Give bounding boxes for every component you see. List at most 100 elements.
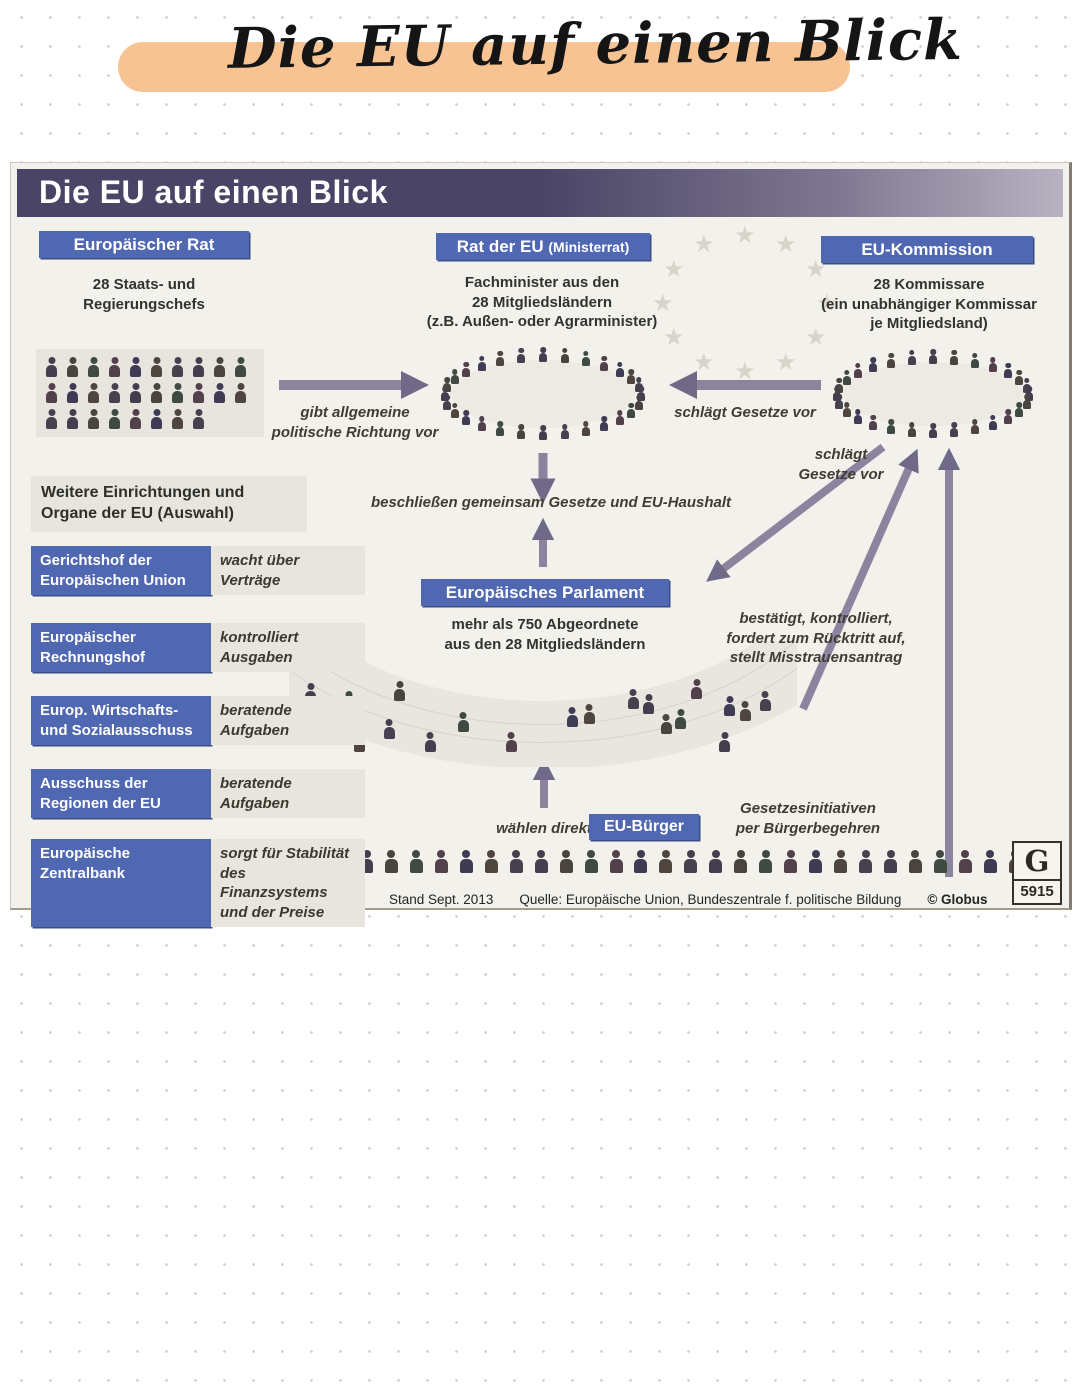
globus-g-mark: G xyxy=(1014,843,1060,881)
other-body-name: Europäischer Rechnungshof xyxy=(31,623,211,672)
person-icon xyxy=(933,850,948,873)
person-icon xyxy=(584,850,599,873)
star-icon: ★ xyxy=(693,348,715,376)
person-icon xyxy=(886,419,896,435)
european-council-members xyxy=(36,349,264,437)
person-icon xyxy=(642,694,655,714)
other-body-role: beratende Aufgaben xyxy=(211,696,365,745)
person-icon xyxy=(450,403,460,418)
arrow-parliament-controls-commission xyxy=(799,448,919,711)
person-icon xyxy=(908,850,923,873)
person-icon xyxy=(868,357,878,373)
footer-date: Stand Sept. 2013 xyxy=(389,892,494,907)
person-icon xyxy=(559,850,574,873)
person-icon xyxy=(583,704,596,724)
person-icon xyxy=(733,850,748,873)
other-body-name: Ausschuss der Regionen der EU xyxy=(31,769,211,818)
person-icon xyxy=(150,383,163,403)
person-icon xyxy=(615,362,625,377)
person-icon xyxy=(858,850,873,873)
person-icon xyxy=(886,353,896,368)
person-icon xyxy=(393,681,406,702)
person-icon xyxy=(150,409,163,429)
person-icon xyxy=(171,383,184,403)
person-icon xyxy=(495,351,505,366)
european-council-description: 28 Staats- und Regierungschefs xyxy=(83,276,205,313)
infographic-footer: Stand Sept. 2013 Quelle: Europäische Uni… xyxy=(389,892,1021,907)
person-icon xyxy=(832,386,842,401)
person-icon xyxy=(457,712,470,732)
person-icon xyxy=(234,383,247,403)
person-icon xyxy=(907,350,917,365)
person-icon xyxy=(615,410,625,426)
person-icon xyxy=(970,353,980,368)
person-icon xyxy=(633,850,648,873)
person-icon xyxy=(599,356,609,371)
eu-infographic: Die EU auf einen Blick ★★★★★★★ ★★★★★★★★★… xyxy=(10,162,1072,927)
person-icon xyxy=(958,850,973,873)
other-bodies-heading: Weitere Einrichtungen und Organe der EU … xyxy=(31,476,307,532)
eu-commission-description: 28 Kommissare (ein unabhängiger Kommissa… xyxy=(821,276,1037,332)
person-icon xyxy=(461,410,471,426)
person-icon xyxy=(440,386,450,401)
other-body-name: Europäische Zentralbank xyxy=(31,839,211,927)
person-icon xyxy=(409,850,424,873)
star-icon: ★ xyxy=(734,222,756,249)
person-icon xyxy=(928,423,938,438)
commission-round-table xyxy=(827,347,1039,439)
person-icon xyxy=(660,714,673,735)
person-icon xyxy=(353,732,366,752)
highlighter-stroke xyxy=(118,42,850,92)
person-icon xyxy=(560,348,570,363)
parliament-hemicycle xyxy=(289,641,797,767)
person-icon xyxy=(581,351,591,366)
label-commission-proposes-council: schlägt Gesetze vor xyxy=(674,404,816,421)
council-of-eu-description: Fachminister aus den 28 Mitgliedsländern… xyxy=(426,274,658,330)
person-icon xyxy=(461,362,471,377)
tag-council-note: (Ministerrat) xyxy=(548,239,630,255)
handwritten-title: Die EU auf einen Blick xyxy=(227,6,964,82)
person-icon xyxy=(842,370,852,385)
person-icon xyxy=(424,732,437,752)
person-icon xyxy=(1014,402,1024,418)
person-icon xyxy=(833,850,848,873)
person-icon xyxy=(658,850,673,873)
footer-source: Quelle: Europäische Union, Bundeszentral… xyxy=(519,892,902,907)
person-icon xyxy=(477,416,487,432)
person-icon xyxy=(213,383,226,403)
person-icon xyxy=(66,383,79,403)
person-icon xyxy=(45,357,58,377)
parliament-description: mehr als 750 Abgeordnete aus den 28 Mitg… xyxy=(444,616,646,653)
person-icon xyxy=(949,422,959,438)
person-icon xyxy=(928,349,938,364)
tag-european-council: Europäischer Rat xyxy=(39,231,249,259)
tag-eu-commission: EU-Kommission xyxy=(821,236,1033,264)
star-icon: ★ xyxy=(775,231,797,259)
star-icon: ★ xyxy=(734,358,756,385)
person-icon xyxy=(477,356,487,371)
person-icon xyxy=(108,383,121,403)
person-icon xyxy=(1014,370,1024,385)
person-icon xyxy=(853,409,863,425)
person-icon xyxy=(538,425,548,440)
person-icon xyxy=(627,689,640,709)
person-icon xyxy=(505,732,518,752)
person-icon xyxy=(534,850,549,873)
other-body-name: Gerichtshof der Europäischen Union xyxy=(31,546,211,595)
label-council-guidance: gibt allgemeine politische Richtung vor xyxy=(271,404,439,441)
person-icon xyxy=(442,377,452,393)
person-icon xyxy=(66,409,79,429)
other-body-row: Ausschuss der Regionen der EU beratende … xyxy=(31,769,365,818)
person-icon xyxy=(883,850,898,873)
other-body-row: Europäische Zentralbank sorgt für Stabil… xyxy=(31,839,365,927)
council-round-table xyxy=(435,345,651,441)
other-body-row: Europäischer Rechnungshof kontrolliert A… xyxy=(31,623,365,672)
infographic-title: Die EU auf einen Blick xyxy=(39,174,388,210)
person-icon xyxy=(783,850,798,873)
person-icon xyxy=(868,415,878,430)
person-icon xyxy=(758,850,773,873)
star-icon: ★ xyxy=(652,290,674,317)
relation-arrows xyxy=(279,371,961,877)
person-icon xyxy=(45,383,58,403)
person-icon xyxy=(834,394,844,410)
